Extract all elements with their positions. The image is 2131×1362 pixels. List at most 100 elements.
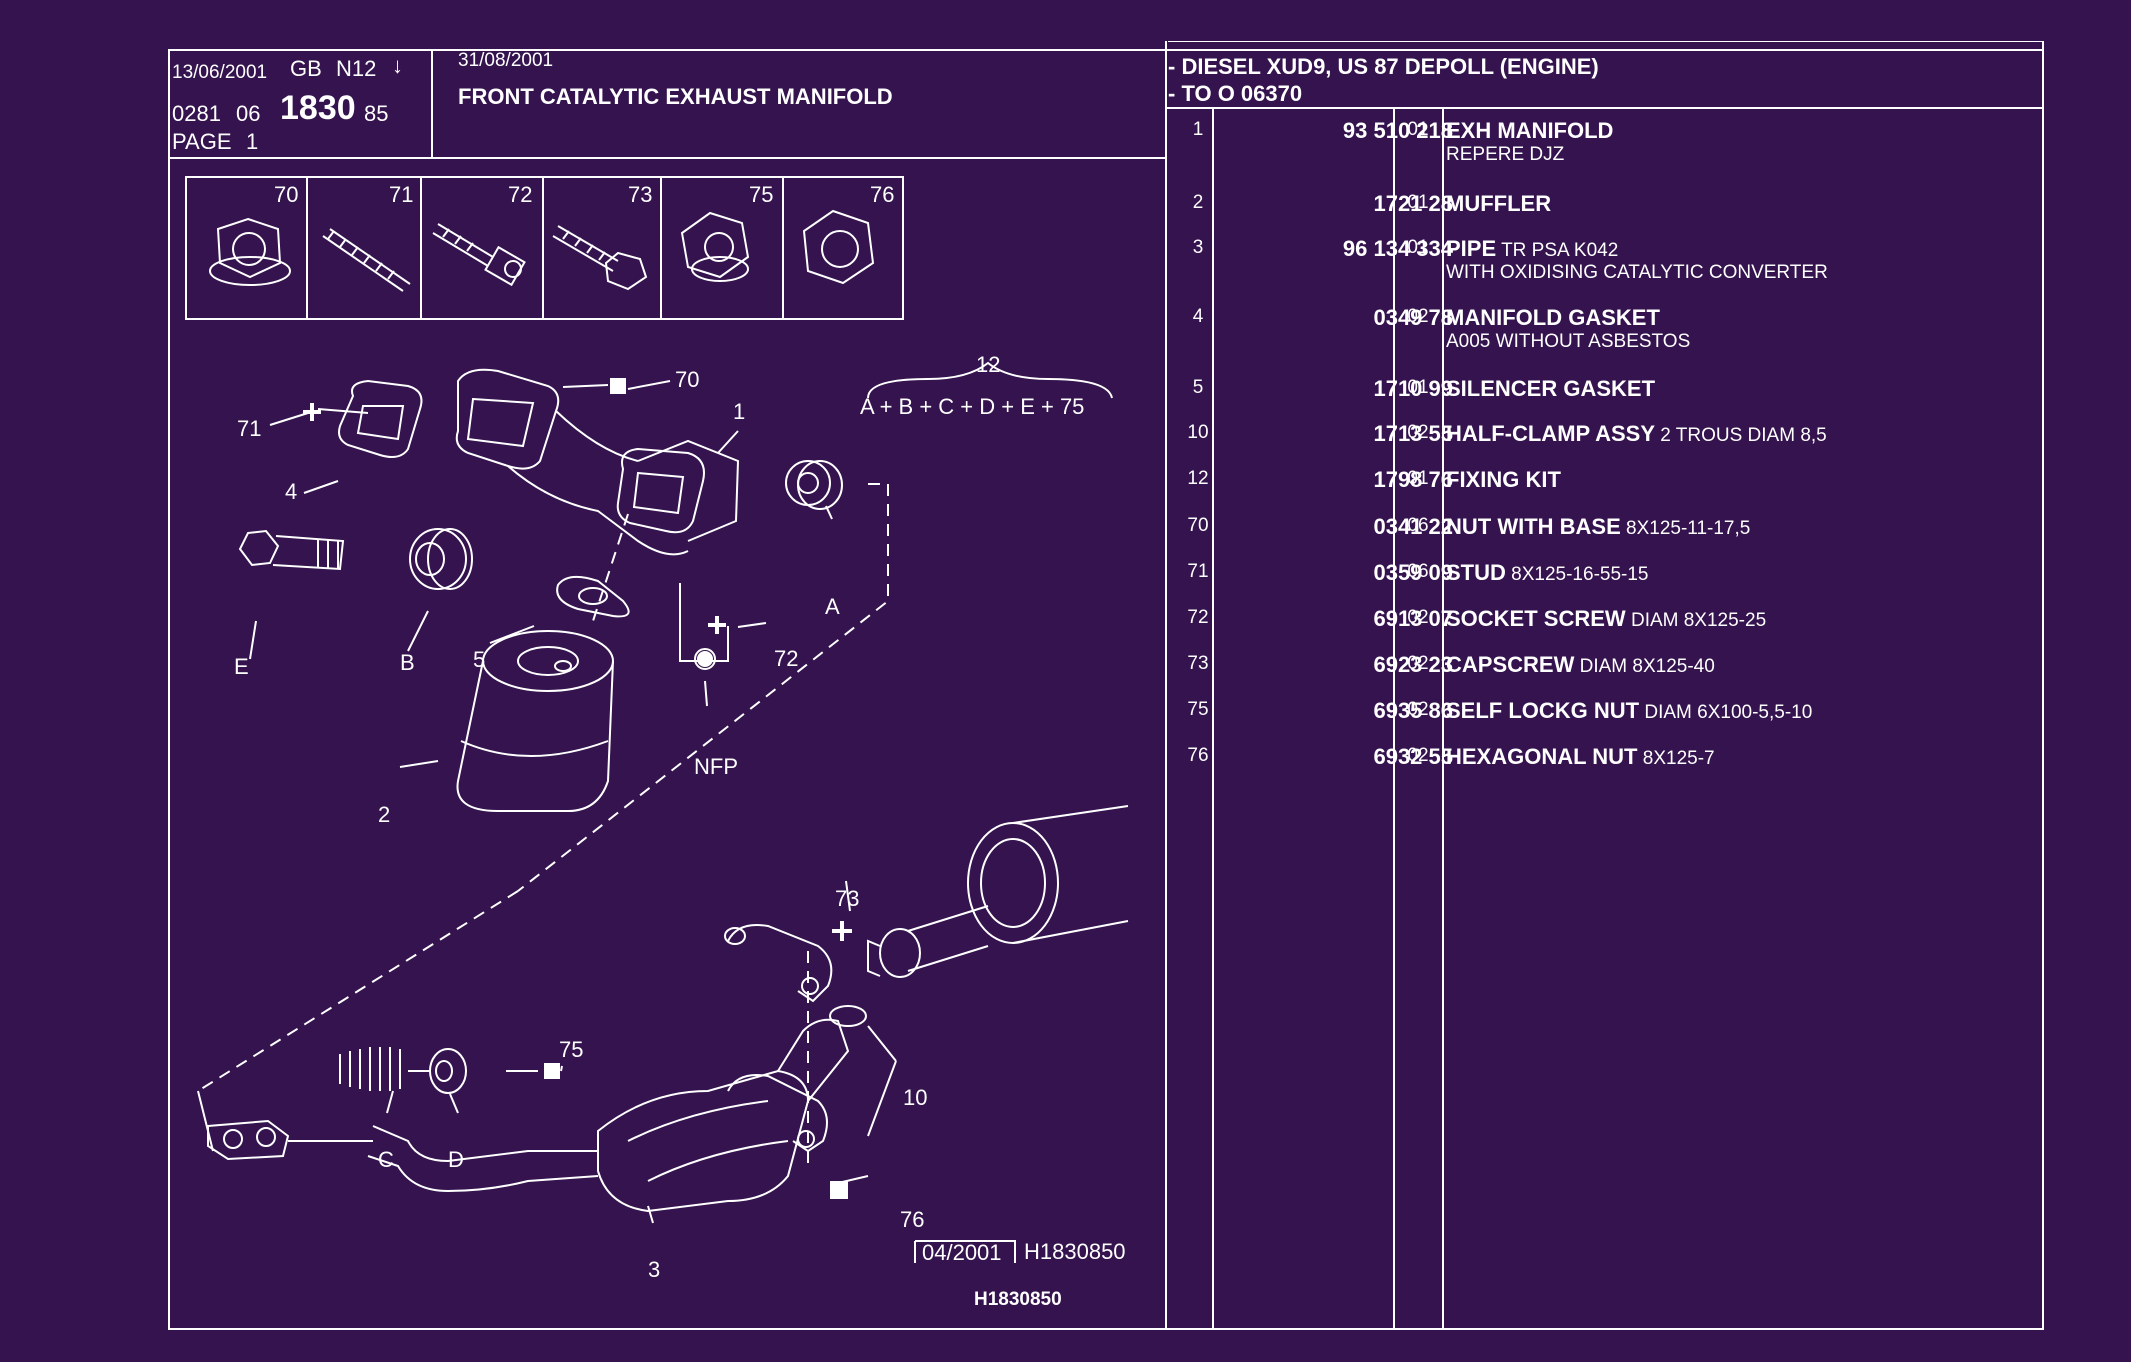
- part-subline: REPERE DJZ: [1446, 144, 1565, 165]
- revision-date: 31/08/2001: [458, 50, 554, 71]
- group-number: 06: [236, 101, 261, 126]
- callout-1: 1: [733, 399, 746, 424]
- part-quantity: 01: [1407, 119, 1429, 140]
- callout-10: 10: [903, 1085, 928, 1110]
- part-number: 72: [1187, 607, 1209, 628]
- part-quantity: 06: [1407, 561, 1429, 582]
- part-description: SOCKET SCREW DIAM 8X125-25: [1446, 608, 1766, 633]
- page-label: PAGE: [172, 129, 232, 154]
- part-quantity: 02: [1407, 653, 1429, 674]
- page-title: FRONT CATALYTIC EXHAUST MANIFOLD: [458, 84, 893, 109]
- plate-number: 1830: [280, 89, 356, 127]
- callout-4: 4: [285, 479, 298, 504]
- part-description: MUFFLER: [1446, 193, 1551, 218]
- part-quantity: 02: [1407, 699, 1429, 720]
- application-line-1: - DIESEL XUD9, US 87 DEPOLL (ENGINE): [1168, 54, 1599, 79]
- part-quantity: 02: [1407, 607, 1429, 628]
- part-quantity: 01: [1407, 237, 1429, 258]
- thumb-label-71: 71: [389, 182, 414, 207]
- part-quantity: 02: [1407, 745, 1429, 766]
- callout-D: D: [448, 1147, 464, 1172]
- part-number: 3: [1192, 237, 1204, 258]
- part-detail: 2 TROUS DIAM 8,5: [1655, 425, 1827, 446]
- callout-5: 5: [473, 647, 486, 672]
- callout-12: 12: [976, 352, 1001, 377]
- part-reference: 96 134 334: [1342, 236, 1453, 261]
- part-reference: 1798 76: [1373, 467, 1453, 492]
- part-reference: 93 510 218: [1342, 118, 1453, 143]
- application-line-2: - TO O 06370: [1168, 81, 1303, 106]
- part-reference: 1721 28: [1373, 191, 1453, 216]
- part-name: NUT WITH BASE: [1446, 514, 1621, 539]
- range-code: N12: [336, 56, 377, 81]
- part-name: HALF-CLAMP ASSY: [1446, 421, 1655, 446]
- part-description: SILENCER GASKET: [1446, 378, 1655, 403]
- part-number: 1: [1192, 119, 1204, 140]
- footer-reference-small: H1830850: [974, 1289, 1062, 1310]
- part-name: PIPE: [1446, 236, 1497, 261]
- part-quantity: 02: [1407, 422, 1429, 443]
- thumb-label-76: 76: [870, 182, 895, 207]
- part-quantity: 06: [1407, 515, 1429, 536]
- callout-3: 3: [648, 1257, 661, 1282]
- part-quantity: 01: [1407, 468, 1429, 489]
- callout-B: B: [400, 650, 415, 675]
- thumb-label-75: 75: [749, 182, 774, 207]
- page-number: 1: [246, 129, 259, 154]
- part-name: MUFFLER: [1446, 191, 1552, 216]
- part-description: SELF LOCKG NUT DIAM 6X100-5,5-10: [1446, 700, 1812, 725]
- callout-73: 73: [835, 886, 860, 911]
- part-number: 4: [1192, 306, 1204, 327]
- part-name: EXH MANIFOLD: [1446, 118, 1614, 143]
- part-name: STUD: [1446, 560, 1506, 585]
- part-number: 10: [1187, 422, 1209, 443]
- part-name: HEXAGONAL NUT: [1446, 744, 1638, 769]
- part-reference: 6935 86: [1373, 698, 1453, 723]
- part-reference: 0349 78: [1373, 305, 1453, 330]
- part-number: 5: [1192, 377, 1204, 398]
- callout-E: E: [234, 654, 249, 679]
- callout-A: A: [825, 594, 840, 619]
- part-name: CAPSCREW: [1446, 652, 1575, 677]
- issue-date: 13/06/2001: [172, 62, 268, 83]
- part-description: FIXING KIT: [1446, 469, 1561, 494]
- part-name: SOCKET SCREW: [1446, 606, 1626, 631]
- part-reference: 6923 23: [1373, 652, 1453, 677]
- part-description: CAPSCREW DIAM 8X125-40: [1446, 654, 1715, 679]
- callout-2: 2: [378, 802, 391, 827]
- part-name: FIXING KIT: [1446, 467, 1561, 492]
- part-reference: 1713 55: [1373, 421, 1453, 446]
- part-detail: 8X125-7: [1637, 748, 1715, 769]
- part-detail: 8X125-16-55-15: [1505, 564, 1649, 585]
- part-detail: DIAM 8X125-25: [1625, 610, 1767, 631]
- footer-date: 04/2001: [922, 1240, 1002, 1265]
- callout-70: 70: [675, 367, 700, 392]
- part-name: SELF LOCKG NUT: [1446, 698, 1640, 723]
- part-number: 75: [1187, 699, 1209, 720]
- callout-72: 72: [774, 646, 799, 671]
- part-reference: 0341 22: [1373, 514, 1453, 539]
- part-description: HALF-CLAMP ASSY 2 TROUS DIAM 8,5: [1446, 423, 1827, 448]
- callout-71: 71: [237, 416, 262, 441]
- language-code: GB: [290, 56, 322, 81]
- part-reference: 1710 99: [1373, 376, 1453, 401]
- thumb-label-73: 73: [628, 182, 653, 207]
- thumb-label-72: 72: [508, 182, 533, 207]
- part-detail: DIAM 6X100-5,5-10: [1639, 702, 1813, 723]
- part-detail: TR PSA K042: [1496, 240, 1619, 261]
- part-description: NUT WITH BASE 8X125-11-17,5: [1446, 516, 1750, 541]
- part-reference: 6913 07: [1373, 606, 1453, 631]
- part-detail: 8X125-11-17,5: [1620, 518, 1751, 539]
- thumb-label-70: 70: [274, 182, 299, 207]
- part-detail: DIAM 8X125-40: [1574, 656, 1715, 677]
- part-description: STUD 8X125-16-55-15: [1446, 562, 1649, 587]
- callout-C: C: [378, 1147, 394, 1172]
- part-number: 76: [1187, 745, 1209, 766]
- kit-contents: A + B + C + D + E + 75: [860, 394, 1085, 419]
- part-quantity: 02: [1407, 306, 1429, 327]
- part-subline: WITH OXIDISING CATALYTIC CONVERTER: [1446, 262, 1828, 283]
- part-quantity: 01: [1407, 192, 1429, 213]
- part-description: HEXAGONAL NUT 8X125-7: [1446, 746, 1715, 771]
